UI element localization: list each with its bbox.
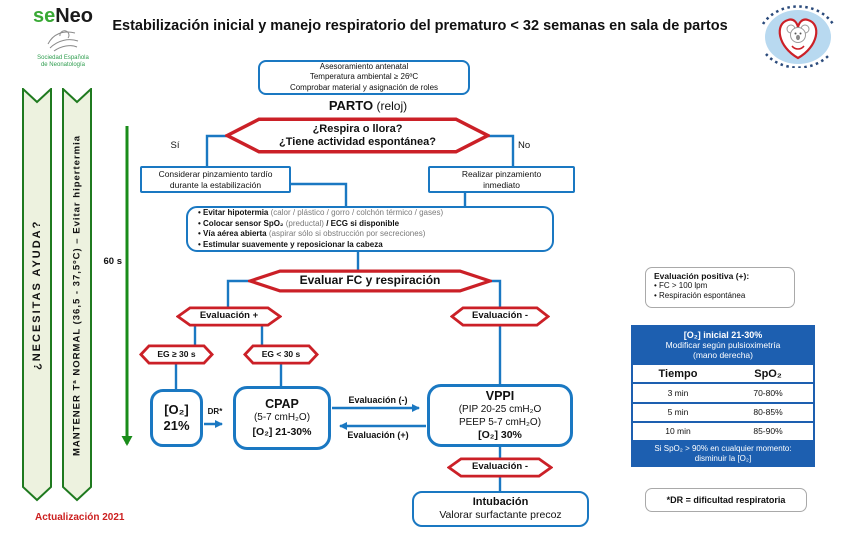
ribbon-normal-temp-label: MANTENER Tª NORMAL (36,5 - 37,5ºC) – Evi… [71, 134, 83, 456]
rcp-neonatal-badge-icon [761, 5, 835, 68]
hex-evaluation-minus: Evaluación - [450, 306, 550, 327]
page-title: Estabilización inicial y manejo respirat… [112, 18, 728, 34]
step3-gray: (aspirar sólo si obstrucción por secreci… [268, 229, 426, 238]
hex-evaluate-fc: Evaluar FC y respiración [248, 269, 492, 293]
spo2-row-5min: 5 min 80-85% [633, 401, 813, 421]
intubation-title: Intubación [472, 496, 529, 508]
update-year-label: Actualización 2021 [35, 512, 125, 523]
step1-bold: • Evitar hipotermia [198, 208, 271, 217]
spo2-table-header3: (mano derecha) [692, 350, 753, 360]
cpap-o2: [O₂] 21-30% [252, 426, 312, 438]
cpap-pressure: (5-7 cmH₂O) [253, 412, 311, 423]
positive-evaluation-box: Evaluación positiva (+): • FC > 100 lpm … [645, 267, 795, 308]
prep-box: Asesoramiento antenatal Temperatura ambi… [258, 60, 470, 95]
branch-no-label: No [518, 140, 531, 151]
evaluation-minus-label: Evaluación - [472, 310, 528, 322]
vppi-box: VPPI (PIP 20-25 cmH₂O PEEP 5-7 cmH₂O) [O… [427, 384, 573, 447]
positive-evaluation-item1: • FC > 100 lpm [654, 281, 708, 290]
spo2-target-table: [O₂] inicial 21-30% Modificar según puls… [631, 325, 815, 467]
vppi-o2: [O₂] 30% [478, 428, 522, 441]
parto-bold: PARTO [328, 98, 374, 113]
evaluation-negative-arrow-label: Evaluación (-) [348, 395, 408, 405]
logo-se-text: se [32, 5, 56, 27]
spo2-footer-line1: Si SpO₂ > 90% en cualquier momento: [654, 444, 792, 453]
ribbon-need-help: ¿NECESITAS AYUDA? [22, 86, 52, 502]
prep-line-2: Temperatura ambiental ≥ 26ºC [309, 72, 419, 82]
prep-line-3: Comprobar material y asignación de roles [289, 82, 439, 92]
logo-neo-text: Neo [55, 5, 94, 27]
step1-gray: (calor / plástico / gorro / colchón térm… [270, 208, 444, 217]
dr-definition-box: *DR = dificultad respiratoria [645, 488, 807, 512]
eg-ge-30-label: EG ≥ 30 s [157, 348, 196, 359]
immediate-clamping-line1: Realizar pinzamiento [461, 168, 542, 179]
step2-bold: • Colocar sensor SpO₂ [198, 218, 286, 228]
hands-sketch-icon [47, 30, 79, 52]
step2-bold2: / ECG si disponible [323, 218, 400, 228]
hex-breathing-question: ¿Respira o llora? ¿Tiene actividad espon… [225, 117, 490, 154]
o2-21-box: [O₂] 21% [150, 389, 203, 447]
spo2-row-10min-value: 85-90% [753, 426, 783, 437]
branch-yes-label: Sí [170, 140, 180, 151]
o2-21-line1: [O₂] [164, 402, 189, 417]
dr-arrow-label: DR* [207, 407, 223, 416]
intubation-sub: Valorar surfactante precoz [439, 509, 562, 521]
logo-subtitle-line2: de Neonatología [40, 62, 86, 68]
eg-lt-30-label: EG < 30 s [261, 348, 301, 359]
spo2-row-3min: 3 min 70-80% [633, 382, 813, 402]
dr-definition-text: *DR = dificultad respiratoria [666, 495, 786, 505]
evaluation-positive-arrow-label: Evaluación (+) [347, 430, 409, 440]
spo2-table-header2: Modificar según pulsioximetría [665, 340, 781, 350]
parto-label: PARTO (reloj) [288, 98, 448, 113]
question-line-2: ¿Tiene actividad espontánea? [279, 135, 436, 148]
hex-evaluation-plus: Evaluación + [176, 306, 282, 327]
vppi-title: VPPI [485, 388, 515, 403]
step3-bold: • Vía aérea abierta [198, 229, 269, 238]
parto-rest: (reloj) [373, 99, 408, 113]
spo2-row-10min-time: 10 min [665, 426, 691, 437]
prep-line-1: Asesoramiento antenatal [319, 61, 409, 71]
evaluation-plus-label: Evaluación + [199, 310, 259, 322]
spo2-row-5min-time: 5 min [667, 407, 689, 418]
immediate-clamping-box: Realizar pinzamiento inmediato [428, 166, 575, 193]
stabilization-steps-box: • Evitar hipotermia (calor / plástico / … [186, 206, 554, 252]
immediate-clamping-line2: inmediato [483, 179, 520, 190]
delayed-clamping-line1: Considerar pinzamiento tardío [158, 168, 273, 179]
spo2-row-5min-value: 80-85% [753, 407, 783, 418]
step4-bold: • Estimular suavemente y reposicionar la… [198, 239, 383, 249]
hex-eg-lt-30: EG < 30 s [243, 344, 319, 365]
intubation-box: Intubación Valorar surfactante precoz [412, 491, 589, 527]
delayed-clamping-line2: durante la estabilización [169, 179, 262, 190]
spo2-col-value: SpO₂ [754, 367, 782, 380]
question-line-1: ¿Respira o llora? [312, 122, 403, 135]
positive-evaluation-item2: • Respiración espontánea [654, 291, 746, 300]
o2-21-line2: 21% [163, 418, 190, 433]
seneo-logo: seNeo Sociedad Española de Neonatología [28, 5, 98, 69]
logo-subtitle-line1: Sociedad Española [37, 55, 89, 61]
cpap-title: CPAP [265, 397, 299, 411]
cpap-box: CPAP (5-7 cmH₂O) [O₂] 21-30% [233, 386, 331, 450]
vppi-pip: (PIP 20-25 cmH₂O [458, 403, 542, 415]
ribbon-need-help-label: ¿NECESITAS AYUDA? [31, 219, 43, 371]
step2-gray: (preductal) [285, 218, 324, 228]
spo2-table-header1: [O₂] inicial 21-30% [683, 330, 763, 340]
vppi-peep: PEEP 5-7 cmH₂O) [458, 416, 542, 428]
hex-evaluation-minus-2: Evaluación - [447, 457, 553, 478]
spo2-footer-line2: disminuir la [O₂] [694, 453, 752, 463]
ribbon-normal-temp: MANTENER Tª NORMAL (36,5 - 37,5ºC) – Evi… [62, 86, 92, 502]
timeline-60s-label: 60 s [103, 256, 123, 267]
spo2-col-time: Tiempo [658, 367, 698, 380]
hex-eg-ge-30: EG ≥ 30 s [139, 344, 214, 365]
positive-evaluation-title: Evaluación positiva (+): [654, 271, 750, 281]
spo2-row-10min: 10 min 85-90% [633, 420, 813, 440]
spo2-row-3min-value: 70-80% [753, 387, 783, 398]
evaluation-minus-2-label: Evaluación - [472, 461, 528, 473]
delayed-clamping-box: Considerar pinzamiento tardío durante la… [140, 166, 291, 193]
spo2-row-3min-time: 3 min [667, 387, 689, 398]
evaluate-fc-label: Evaluar FC y respiración [299, 273, 441, 288]
